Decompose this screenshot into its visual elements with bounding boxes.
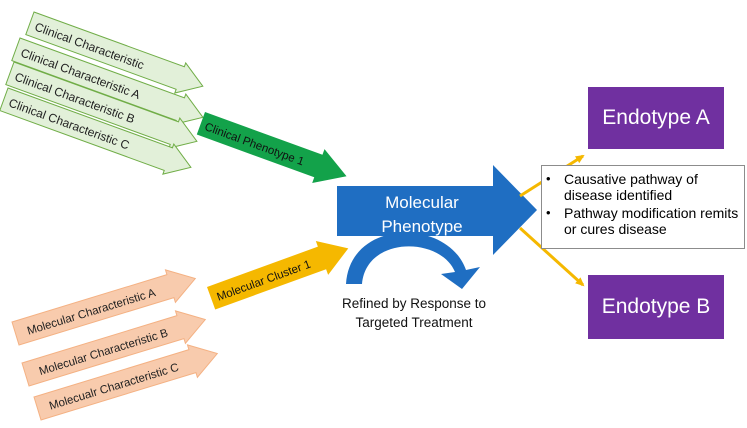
feedback-caption-line1: Refined by Response to (341, 296, 487, 311)
endotype-b-box (588, 275, 724, 339)
endotype-a-box (588, 87, 724, 149)
feedback-caption-line2: Targeted Treatment (355, 315, 473, 330)
feedback-curved-arrow (346, 232, 480, 289)
molecular-phenotype-label-line2: Phenotype (381, 217, 462, 236)
endotype-a-label: Endotype A (602, 106, 710, 129)
feedback-caption: Refined by Response to Targeted Treatmen… (318, 294, 510, 332)
findings-box: Causative pathway of disease identified … (541, 165, 745, 249)
finding-item: Causative pathway of disease identified (546, 171, 744, 203)
clinical-phenotype-arrow: Clinical Phenotype 1 (196, 112, 347, 183)
molecular-phenotype-arrow (337, 165, 537, 255)
molecular-phenotype-label-line1: Molecular (385, 193, 459, 212)
finding-item: Pathway modification remits or cures dis… (546, 205, 744, 237)
arrow-to-endotype-b (518, 226, 585, 287)
endotype-b-label: Endotype B (601, 295, 711, 318)
